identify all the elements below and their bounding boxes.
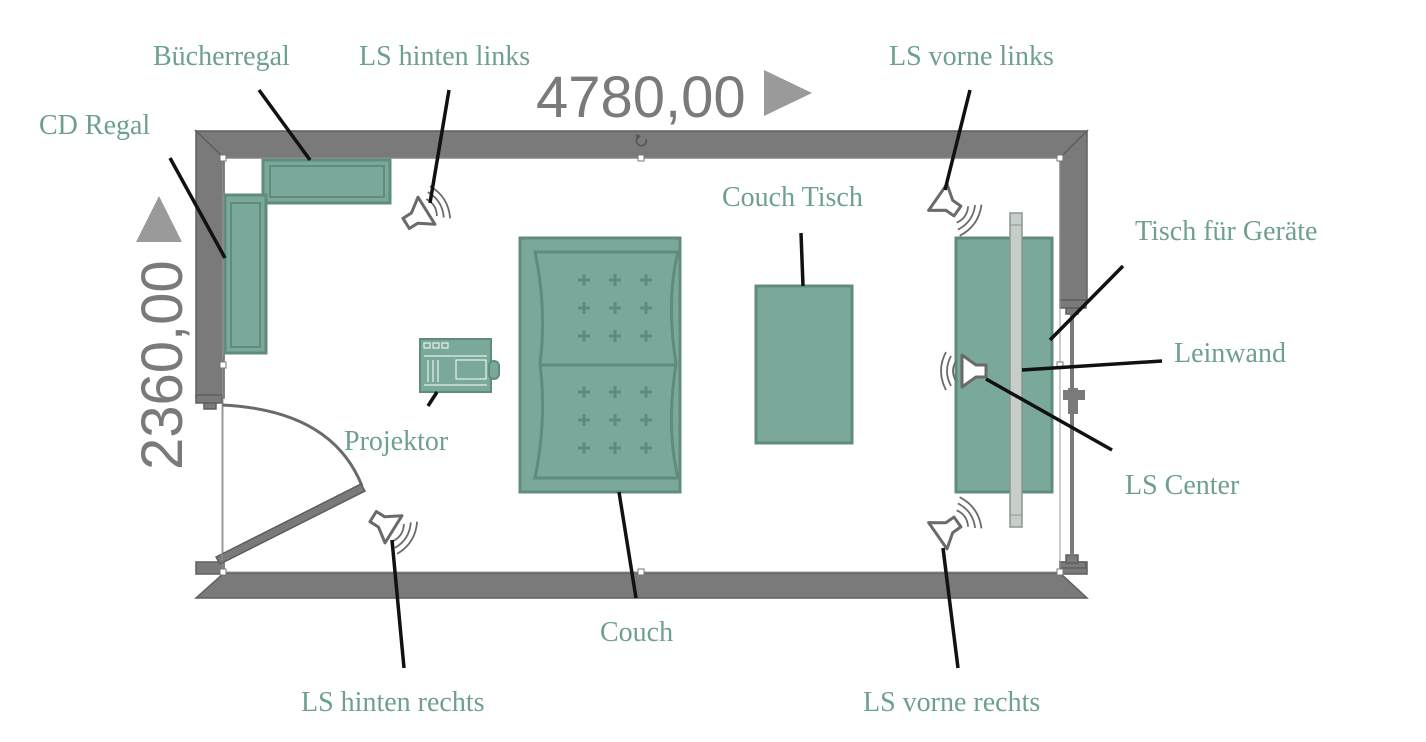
label-cd-regal: CD Regal [39,110,150,141]
couch [518,236,682,494]
label-ls-hinten-links: LS hinten links [359,41,530,72]
speaker-icon [927,182,983,237]
wall-right-upper [1059,129,1088,301]
wall-left-lower [195,561,225,575]
label-buecherregal: Bücherregal [153,41,290,72]
speaker-icon [940,351,988,391]
cd-shelf [223,193,268,355]
speaker-icon [927,496,983,551]
couch-table [754,284,854,445]
label-tisch-fuer-geraete: Tisch für Geräte [1135,216,1317,247]
leader-lines [168,88,1163,669]
door-jamb-upper [195,394,223,404]
label-projektor: Projektor [344,426,449,457]
label-couch: Couch [600,617,673,648]
label-ls-center: LS Center [1125,470,1240,501]
label-ls-vorne-links: LS vorne links [889,41,1054,72]
label-couch-tisch: Couch Tisch [722,182,863,213]
door [214,403,367,565]
rotate-icon[interactable] [635,134,648,147]
projector [419,338,500,393]
label-leinwand: Leinwand [1174,338,1286,369]
speaker-icon [368,509,419,555]
wall-left-upper [195,129,225,399]
label-ls-hinten-rechts: LS hinten rechts [301,687,485,718]
speaker-icon [401,185,452,231]
projection-screen [1009,212,1023,528]
width-dimension-label: 4780,00 [536,65,746,130]
room-walls [194,129,1089,599]
bookshelf [261,158,392,205]
wall-bottom [194,572,1089,599]
label-ls-vorne-rechts: LS vorne rechts [863,687,1040,718]
height-dimension-label: 2360,00 [130,260,195,470]
triangle-right-icon [764,70,812,116]
triangle-up-icon [136,196,182,242]
